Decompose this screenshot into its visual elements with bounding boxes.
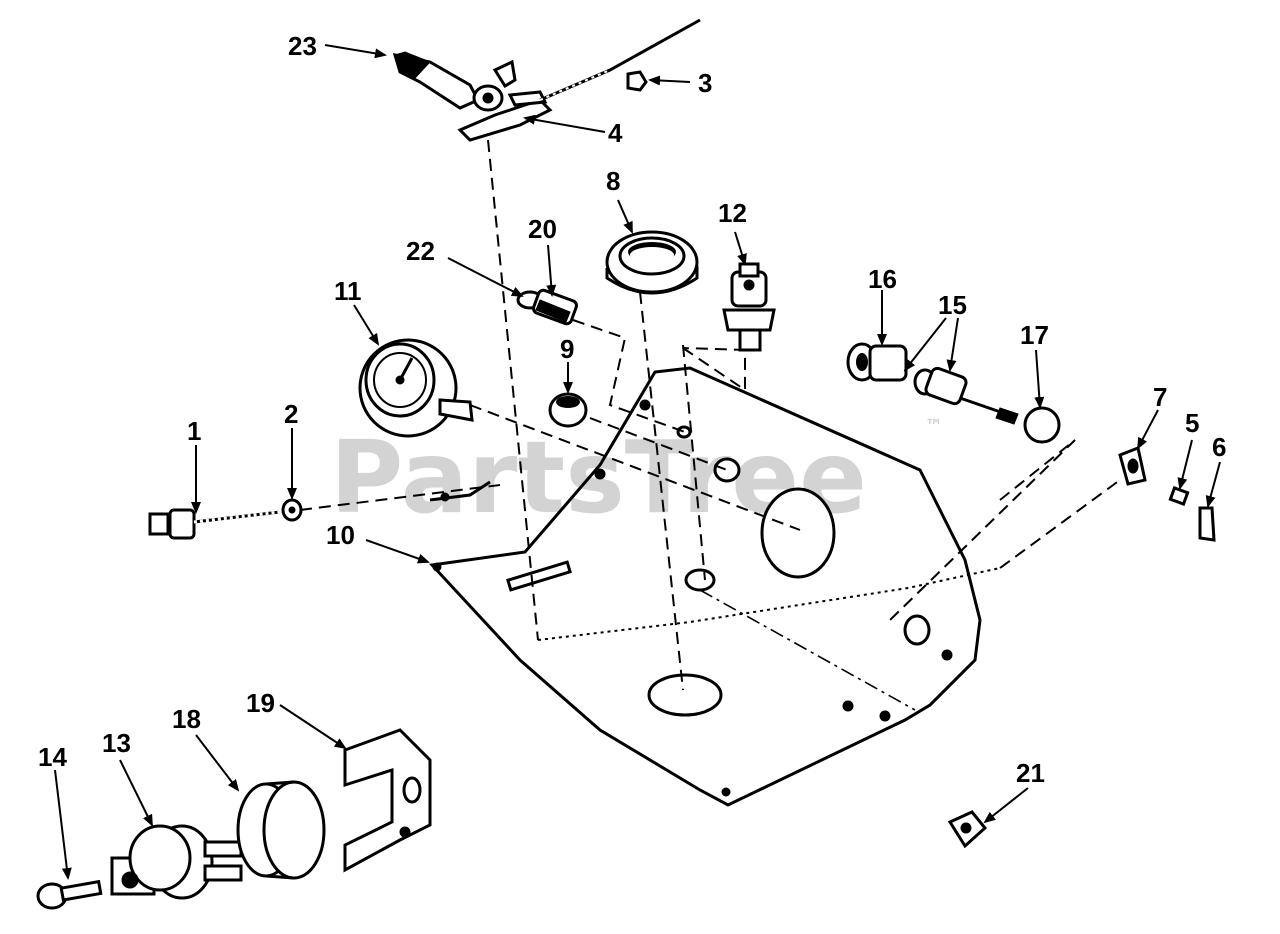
lens-cap xyxy=(1023,406,1061,444)
switch-bracket xyxy=(343,728,432,873)
switch-bezel xyxy=(236,780,326,880)
callout-5: 5 xyxy=(1185,408,1199,438)
callout-6: 6 xyxy=(1212,432,1226,462)
callout-10: 10 xyxy=(326,520,355,550)
callout-13: 13 xyxy=(102,728,131,758)
callout-22: 22 xyxy=(406,236,435,266)
callout-9: 9 xyxy=(560,334,574,364)
dash-panel xyxy=(428,366,982,807)
key-switch xyxy=(110,824,243,900)
ignition-key xyxy=(36,879,103,910)
bolt xyxy=(148,508,281,540)
ignition-switch xyxy=(722,262,776,352)
callout-4: 4 xyxy=(608,118,623,148)
indicator-lamp xyxy=(846,342,908,382)
callout-21: 21 xyxy=(1016,758,1045,788)
gauge xyxy=(358,338,474,438)
hole-plug xyxy=(548,392,588,428)
callout-8: 8 xyxy=(606,166,620,196)
callout-1: 1 xyxy=(187,416,201,446)
callout-23: 23 xyxy=(288,31,317,61)
callout-17: 17 xyxy=(1020,320,1049,350)
callout-7: 7 xyxy=(1153,382,1167,412)
lamp-socket xyxy=(913,366,1019,425)
grommet xyxy=(605,230,699,295)
watermark-trademark: ™ xyxy=(925,416,943,437)
light-socket xyxy=(516,288,578,326)
clip-nut xyxy=(947,810,988,849)
callout-12: 12 xyxy=(718,198,747,228)
callout-3: 3 xyxy=(698,68,712,98)
throttle-control-assembly xyxy=(392,18,701,142)
wire-clip xyxy=(429,480,491,502)
callout-20: 20 xyxy=(528,214,557,244)
callout-16: 16 xyxy=(868,264,897,294)
callout-11: 11 xyxy=(334,276,362,306)
callout-15: 15 xyxy=(938,290,967,320)
callout-18: 18 xyxy=(172,704,201,734)
callout-arrows xyxy=(54,44,1221,880)
screw xyxy=(1168,486,1190,506)
callout-labels: 1 2 3 4 5 6 7 8 9 10 11 12 13 14 15 16 1… xyxy=(38,31,1226,788)
alignment-lines xyxy=(299,139,1121,711)
speed-nut xyxy=(1198,506,1216,542)
callout-14: 14 xyxy=(38,742,67,772)
washer xyxy=(281,498,303,522)
callout-2: 2 xyxy=(284,399,298,429)
nut xyxy=(626,70,648,92)
callout-19: 19 xyxy=(246,688,275,718)
mounting-bracket xyxy=(1118,445,1147,486)
